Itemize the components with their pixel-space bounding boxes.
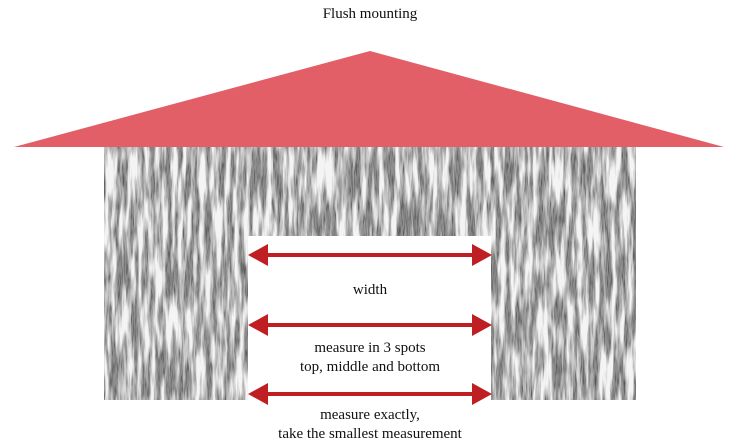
- width-label: width: [352, 282, 388, 298]
- diagram-title: Flush mounting: [322, 6, 418, 22]
- width-arrow-bottom: [248, 383, 492, 405]
- width-arrow-middle: [248, 314, 492, 336]
- spots-label-line2: top, middle and bottom: [300, 359, 440, 375]
- exact-label-line2: take the smallest measurement: [278, 426, 462, 442]
- width-arrow-top: [248, 244, 492, 266]
- window-opening: [248, 236, 491, 400]
- exact-label-line1: measure exactly,: [320, 407, 420, 423]
- roof: [14, 51, 724, 147]
- spots-label-line1: measure in 3 spots: [314, 340, 426, 356]
- measurement-arrows: [248, 244, 492, 405]
